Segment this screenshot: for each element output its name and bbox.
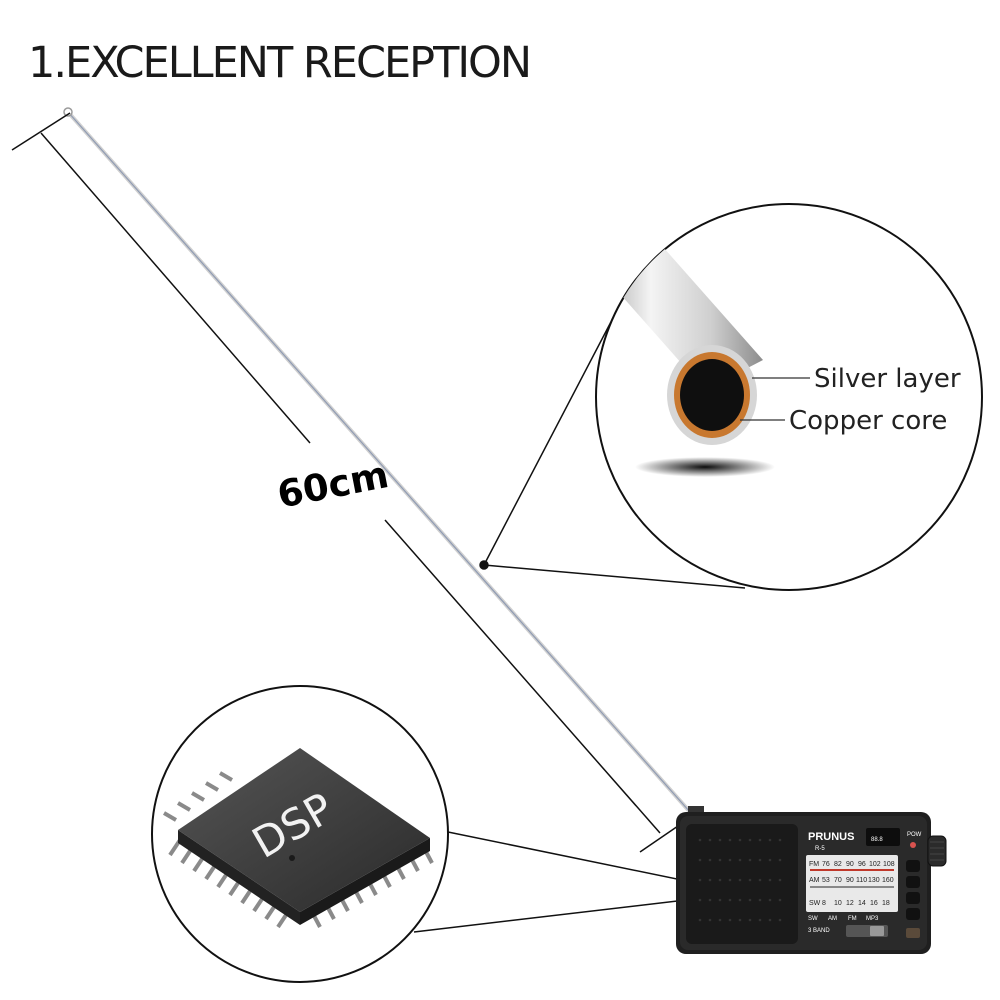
headline: 1.EXCELLENT RECEPTION (28, 38, 532, 88)
scale-band-am: AM (809, 877, 820, 884)
sw-mark: 16 (870, 900, 878, 907)
fm-mark: 96 (858, 861, 866, 868)
tuning-knob (927, 835, 947, 867)
power-label: POW (907, 832, 922, 838)
am-mark: 130 (868, 877, 880, 884)
mode-label-am: AM (828, 916, 837, 922)
tuning-marker (810, 869, 894, 871)
sw-mark: 8 (822, 900, 826, 907)
band-badge: 3 BAND (808, 928, 830, 934)
core-hole (680, 359, 744, 431)
dsp-chip (178, 748, 430, 912)
mode-label-mp3: MP3 (866, 916, 879, 922)
antenna-tip (63, 107, 73, 117)
am-mark: 70 (834, 877, 842, 884)
am-mark: 160 (882, 877, 894, 884)
am-mark: 90 (846, 877, 854, 884)
radio-model: R-5 (815, 846, 825, 852)
lcd-digits: 88.8 (871, 837, 883, 843)
scale-band-sw: SW (809, 900, 821, 907)
dsp-chip-callout: DSP (151, 685, 449, 983)
radio-brand: PRUNUS (808, 831, 854, 843)
fm-mark: 108 (883, 861, 895, 868)
copper-core-label: Copper core (789, 406, 947, 436)
scale-band-fm: FM (809, 861, 819, 868)
fm-mark: 102 (869, 861, 881, 868)
volume-slider (906, 928, 920, 938)
prev-button (906, 876, 920, 888)
next-button (906, 892, 920, 904)
repeat-button (906, 908, 920, 920)
speaker-grille (686, 824, 798, 944)
play-button (906, 860, 920, 872)
mode-label-fm: FM (848, 916, 857, 922)
mode-label-sw: SW (808, 916, 818, 922)
fm-mark: 90 (846, 861, 854, 868)
tube-shadow (635, 457, 775, 477)
power-led (910, 842, 916, 848)
length-dimension (11, 112, 679, 853)
fm-mark: 82 (834, 861, 842, 868)
antenna-rod (63, 107, 692, 814)
sw-mark: 12 (846, 900, 854, 907)
radio: PRUNUS R-5 88.8 POW FM 76 82 90 96 102 1… (676, 806, 947, 954)
sw-mark: 18 (882, 900, 890, 907)
am-mark: 110 (856, 877, 867, 884)
am-mark: 53 (822, 877, 830, 884)
antenna-callout-connector (479, 317, 746, 589)
sw-mark: 10 (834, 900, 842, 907)
lcd-display (866, 828, 900, 846)
silver-layer-label: Silver layer (814, 364, 961, 394)
sw-mark: 14 (858, 900, 866, 907)
fm-mark: 76 (822, 861, 830, 868)
antenna-cross-section-callout: Silver layer Copper core (595, 203, 983, 591)
